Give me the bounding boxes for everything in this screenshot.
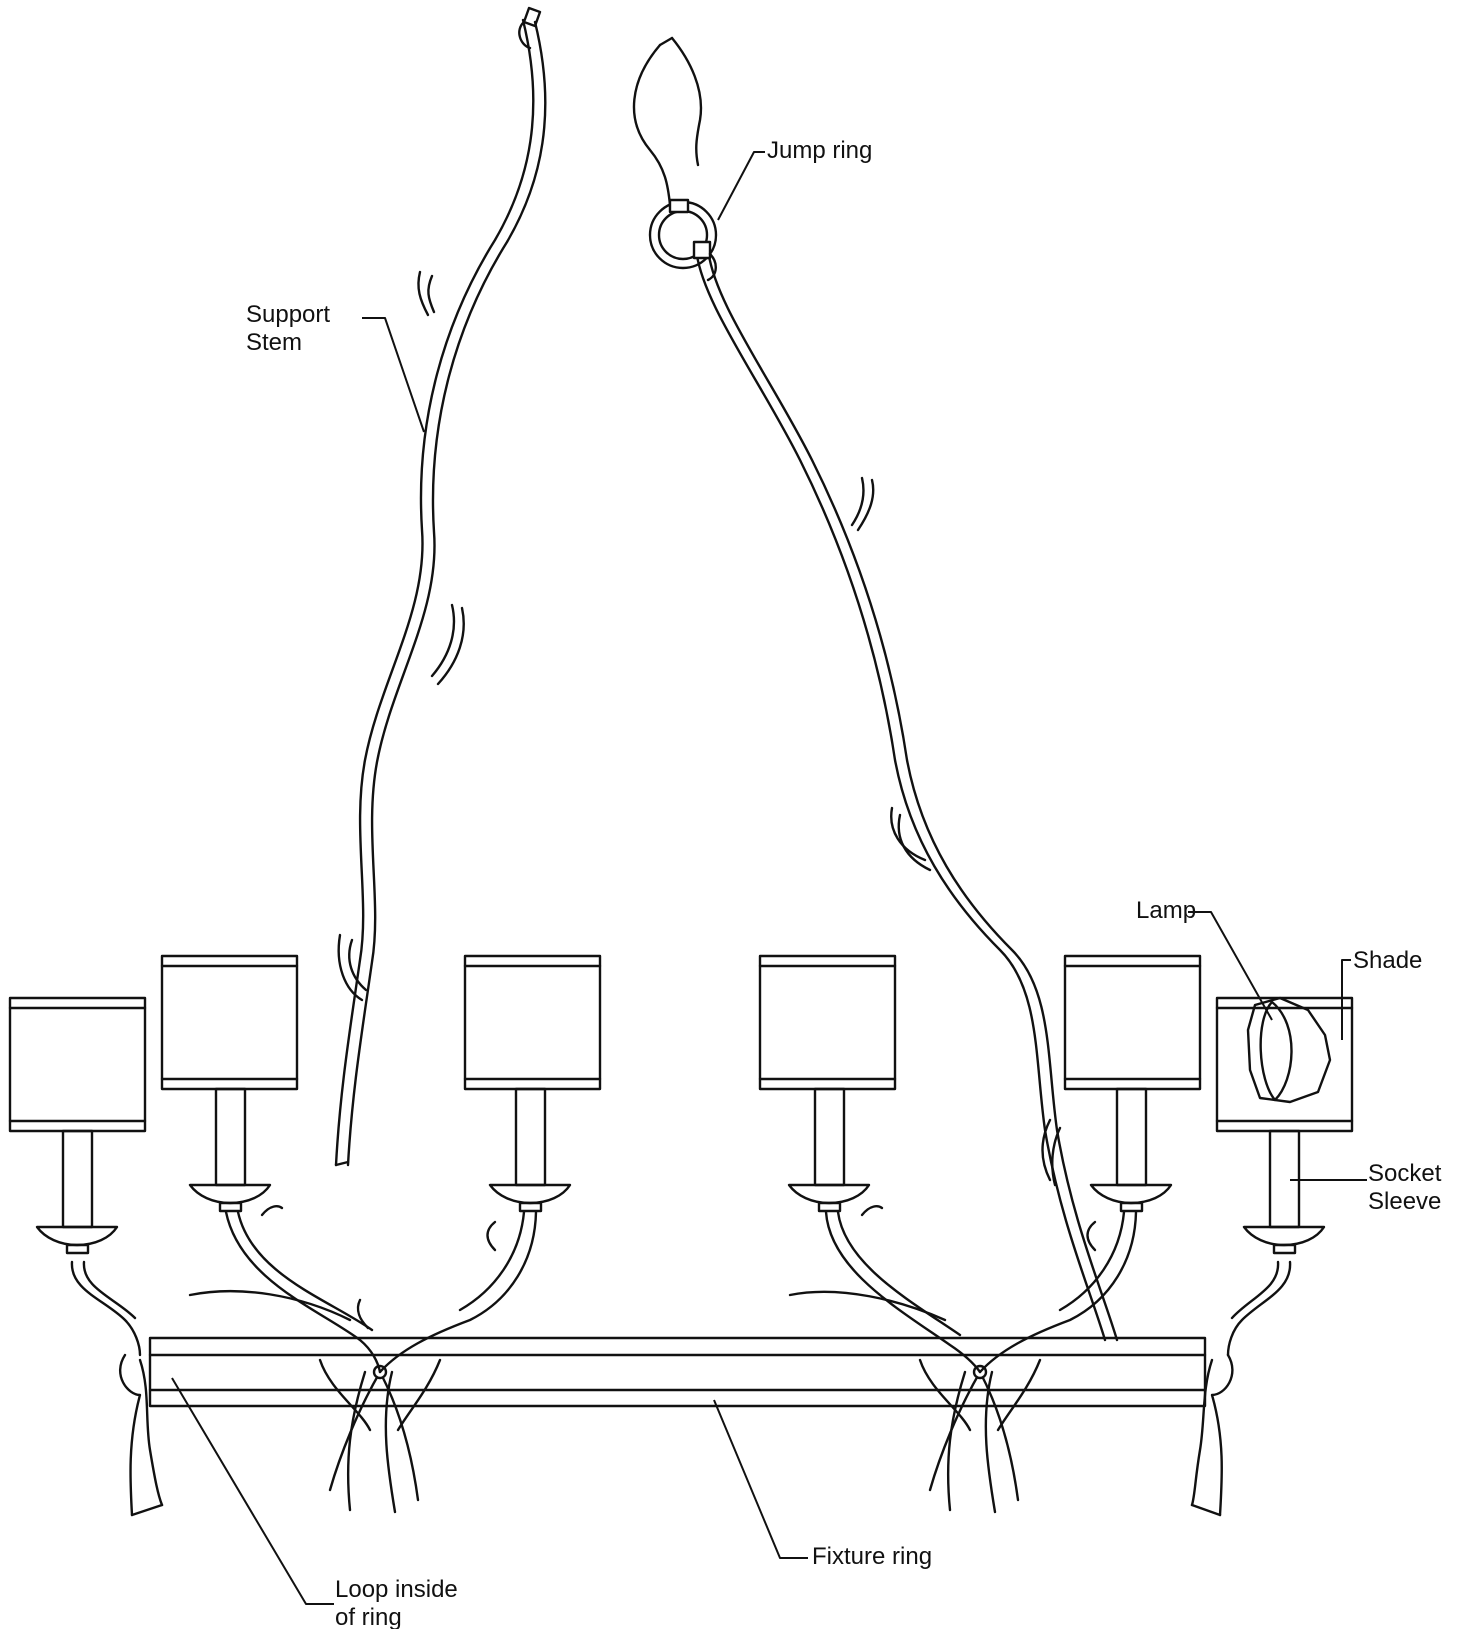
- lamp-head-6: [1215, 996, 1354, 1255]
- lamp-bulb-inner: [1259, 1000, 1293, 1102]
- support-stem-label: Support Stem: [246, 301, 331, 356]
- right-support-stem: [632, 36, 1119, 1342]
- lamp-head-2: [160, 954, 299, 1213]
- shade-label: Shade: [1353, 947, 1423, 974]
- lamp-label: Lamp: [1136, 897, 1197, 924]
- lamp-head-3: [463, 954, 602, 1213]
- left-support-stem: [334, 6, 547, 1167]
- lamp-arms: [70, 1205, 1292, 1374]
- ring-legs: [118, 1353, 1234, 1517]
- lamp-head-4: [758, 954, 897, 1213]
- socket-sleeve-label: Socket Sleeve: [1368, 1160, 1442, 1215]
- lamp-head-1: [8, 996, 147, 1255]
- loop-inside-ring-label: Loop inside of ring: [335, 1576, 458, 1629]
- lamp-bulb-outline: [1246, 996, 1332, 1104]
- fixture-ring-label: Fixture ring: [812, 1543, 933, 1570]
- jump-ring-label: Jump ring: [767, 137, 873, 164]
- leader-lines: [171, 151, 1367, 1605]
- lamp-head-5: [1063, 954, 1202, 1213]
- fixture-ring: [148, 1336, 1207, 1408]
